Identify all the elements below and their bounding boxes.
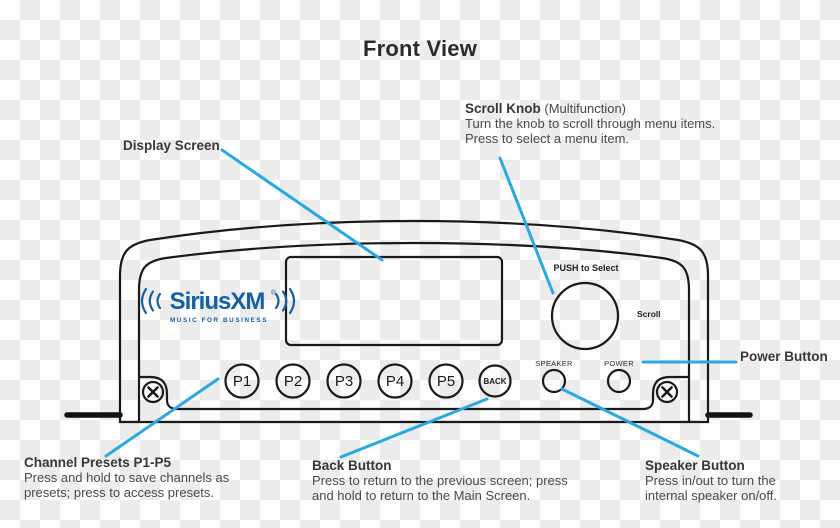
- back-button-callout-line2: and hold to return to the Main Screen.: [312, 488, 531, 503]
- speaker-button: [541, 368, 567, 394]
- device-face-panel: [137, 241, 691, 422]
- power-button-caption: POWER: [604, 359, 634, 368]
- preset-button-p4-label: P4: [386, 373, 404, 390]
- display-screen-callout-label: Display Screen: [123, 138, 220, 153]
- preset-button-p5: [428, 363, 464, 399]
- back-button-callout-label: Back Button: [312, 458, 392, 473]
- scroll-label: Scroll: [637, 309, 661, 319]
- preset-button-p1: [224, 363, 260, 399]
- back-button-callout-line1: Press to return to the previous screen; …: [312, 473, 568, 488]
- preset-button-p1-label: P1: [233, 373, 251, 390]
- logo-brand-text: SiriusXM: [170, 288, 265, 315]
- push-to-select-label: PUSH to Select: [553, 263, 618, 273]
- power-button: [606, 368, 632, 394]
- speaker-button-caption: SPEAKER: [535, 359, 573, 368]
- scroll-knob-callout: Scroll Knob (Multifunction) Turn the kno…: [465, 101, 715, 146]
- scroll-knob-callout-suffix: (Multifunction): [540, 101, 627, 116]
- preset-button-p5-label: P5: [437, 373, 455, 390]
- scroll-knob: [550, 281, 620, 351]
- back-leader-line: [339, 397, 489, 459]
- speaker-leader-line: [560, 387, 700, 458]
- siriusxm-logo: SiriusXM ® MUSIC FOR BUSINESS: [140, 287, 296, 324]
- scroll-knob-leader-line: [498, 156, 555, 295]
- preset-button-p2: [275, 363, 311, 399]
- display-screen: [284, 255, 504, 347]
- power-button-callout-label: Power Button: [740, 349, 828, 364]
- logo-tagline-text: MUSIC FOR BUSINESS: [170, 317, 268, 324]
- scroll-knob-callout-heading: Scroll Knob (Multifunction): [465, 101, 715, 116]
- preset-button-p4: [377, 363, 413, 399]
- preset-button-p3: [326, 363, 362, 399]
- channel-presets-callout-label: Channel Presets P1-P5: [24, 455, 172, 470]
- logo-wave-arcs-icon: [140, 287, 296, 315]
- device-outer-housing: [118, 219, 710, 424]
- speaker-button-callout: Speaker Button Press in/out to turn the …: [645, 458, 777, 503]
- back-button-label: BACK: [483, 377, 506, 386]
- channel-presets-callout: Channel Presets P1-P5 Press and hold to …: [24, 455, 229, 500]
- speaker-button-callout-line1: Press in/out to turn the: [645, 473, 776, 488]
- preset-button-p2-label: P2: [284, 373, 302, 390]
- scroll-knob-callout-label: Scroll Knob: [465, 101, 541, 116]
- scroll-knob-callout-line1: Turn the knob to scroll through menu ite…: [465, 116, 716, 131]
- channel-presets-callout-line1: Press and hold to save channels as: [24, 470, 230, 485]
- channel-presets-callout-line2: presets; press to access presets.: [24, 485, 215, 500]
- left-screw-icon: [141, 380, 165, 404]
- scroll-knob-callout-line2: Press to select a menu item.: [465, 131, 630, 146]
- presets-leader-line: [104, 377, 220, 458]
- back-button: [478, 364, 512, 398]
- back-button-callout: Back Button Press to return to the previ…: [312, 458, 568, 503]
- page-title: Front View: [362, 36, 478, 61]
- display-leader-line: [220, 148, 384, 262]
- speaker-button-callout-label: Speaker Button: [645, 458, 745, 473]
- right-screw-icon: [655, 380, 679, 404]
- device-bottom-edge: [139, 375, 689, 411]
- preset-buttons: P1 P2 P3 P4 P5: [224, 363, 464, 399]
- speaker-button-callout-line2: internal speaker on/off.: [645, 488, 778, 503]
- preset-button-p3-label: P3: [335, 373, 353, 390]
- logo-registered-mark: ®: [271, 289, 277, 297]
